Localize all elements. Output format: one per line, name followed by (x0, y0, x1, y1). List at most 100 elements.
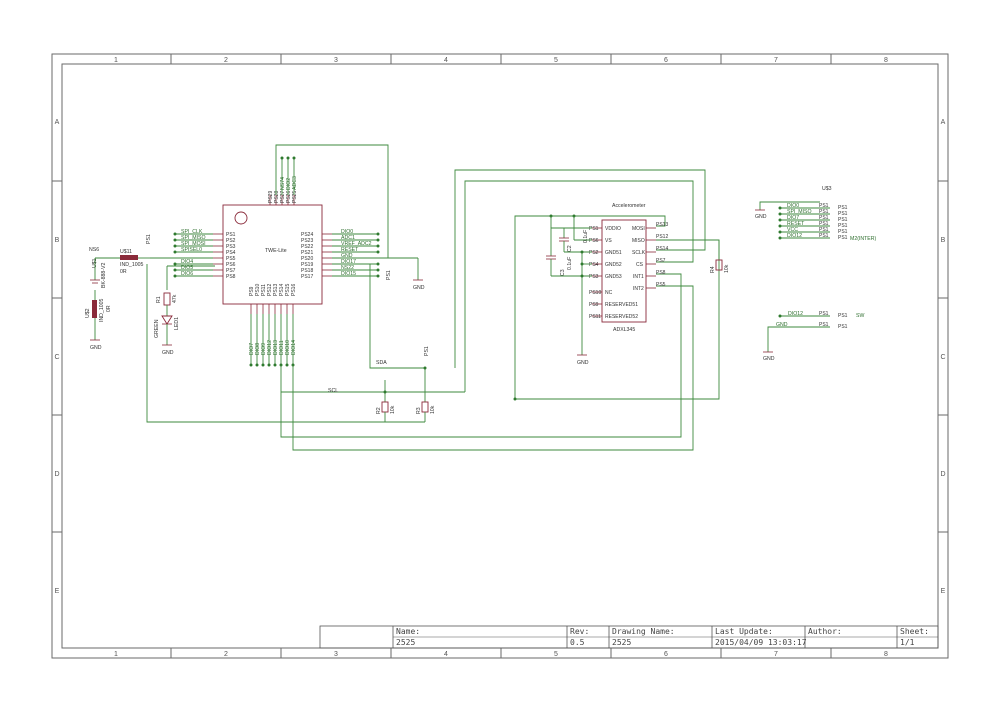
pin-name: RESERVED51 (605, 302, 638, 308)
twelite-pin-left: PS8 DIO6 (173, 271, 236, 280)
pin-label: PS21 (301, 250, 313, 256)
pin-label: PS11 (261, 284, 267, 296)
net-label: RESET (341, 247, 359, 253)
pin-label: PS1 (838, 205, 848, 211)
pin-label: PS1 (838, 211, 848, 217)
pin-label: PS1 (838, 217, 848, 223)
r-acc-ref: R4 (710, 266, 716, 273)
net-label: VCC (787, 227, 798, 233)
twelite-name: TWE-Lite (265, 248, 287, 254)
column-labels-bottom: 1 2 3 4 5 6 7 8 (114, 651, 888, 658)
net-label: SPI_CLK (181, 229, 203, 235)
net-label: ADC3 (292, 176, 298, 190)
pin-label: PS1 (838, 223, 848, 229)
twelite-mark (234, 211, 248, 225)
pin-name: VDDIO (605, 226, 621, 232)
pin-label: PS28 (274, 191, 280, 203)
pin-label: PS5 (656, 282, 666, 288)
pin-label: PS1 (838, 229, 848, 235)
pin-label: PS2 (226, 238, 236, 244)
title-drawing-label: Drawing Name: (612, 627, 675, 636)
gnd-label: GND (90, 345, 102, 351)
pin-label: PS6 (226, 262, 236, 268)
pin-name: GND53 (605, 274, 622, 280)
pin-label: PS12 (267, 284, 273, 296)
twelite-body (222, 204, 323, 305)
pin-name: GND51 (605, 250, 622, 256)
col-label: 1 (114, 57, 118, 64)
inner-border (61, 63, 939, 649)
gnd-label: GND (763, 356, 775, 362)
pin-label: PS7 (226, 268, 236, 274)
sw-pin2: PS1 (819, 322, 829, 328)
column-dividers (170, 54, 832, 658)
net-label: SPI_MISO (787, 209, 812, 215)
pin-name: SCLK (632, 250, 646, 256)
pin-name: INT2 (633, 286, 644, 292)
pin-label: PS19 (301, 262, 313, 268)
c2-ref: C2 (567, 245, 573, 252)
pin-name: GND52 (605, 262, 622, 268)
routing-wires (146, 169, 720, 451)
title-block: Name: 2525 Rev: 0.5 Drawing Name: 2525 L… (319, 625, 939, 649)
pin-label: PS14 (279, 284, 285, 296)
title-update-label: Last Update: (715, 627, 773, 636)
title-name-value: 2525 (396, 638, 415, 647)
pin-label: PS25 (292, 191, 298, 203)
r2-val: 10k (390, 405, 396, 414)
row-label: A (941, 119, 946, 126)
net-label: DIO12 (787, 233, 802, 239)
net-label: DIO15 (341, 271, 356, 277)
net-label: RESET (787, 221, 805, 227)
outer-border (51, 53, 949, 659)
pin-label: PS13 (656, 222, 668, 228)
net-label: SPI_MISO (181, 235, 206, 241)
c3-ref: C3 (560, 269, 566, 276)
net-label: VREF_ADC2 (341, 241, 372, 247)
ps1-left: PS1 (146, 234, 152, 244)
twelite-top-pins: PS29 PS28 PS27 PS26 PS25 NS74 DIO2 ADC3 (268, 144, 389, 258)
sw-pin1: PS1 (819, 311, 829, 317)
net-label: DIO10 (285, 340, 291, 355)
pin-name: CS (636, 262, 644, 268)
col-label: 4 (444, 651, 448, 658)
battery-holder: NS6 U$1 BK-888-V2 (89, 247, 120, 288)
pin-label: PS12 (656, 234, 668, 240)
pin-label: PS16 (291, 284, 297, 296)
pin-label: PS1 (819, 221, 829, 227)
sw-net2: GND (776, 322, 788, 328)
pin-label: PS1 (819, 209, 829, 215)
net-label: DIO11 (279, 340, 285, 355)
r2-ref: R2 (376, 407, 382, 414)
net-label: NS74 (280, 177, 286, 190)
pin-label: PS1 (819, 233, 829, 239)
net-label: DIO6 (181, 271, 193, 277)
pin-label: PS1 (589, 226, 599, 232)
pin-label: PS10 (589, 290, 601, 296)
row-label: C (940, 354, 945, 361)
row-label: B (55, 237, 60, 244)
pin-label: PS11 (589, 314, 601, 320)
c3-val: 0.1uF (567, 257, 573, 270)
row-label: B (941, 237, 946, 244)
inductor-u2-ref: U$2 (85, 308, 91, 318)
title-drawing-value: 2525 (612, 638, 631, 647)
net-label: DIO7 (787, 215, 799, 221)
pin-label: PS8 (226, 274, 236, 280)
row-label: D (940, 471, 945, 478)
pin-label: PS24 (301, 232, 313, 238)
u3-label: M2(INTER) (850, 236, 876, 242)
net-label: DIO0 (787, 203, 799, 209)
pin-label: PS20 (301, 256, 313, 262)
pin-label: PS15 (285, 284, 291, 296)
pin-label: PS10 (255, 284, 261, 296)
